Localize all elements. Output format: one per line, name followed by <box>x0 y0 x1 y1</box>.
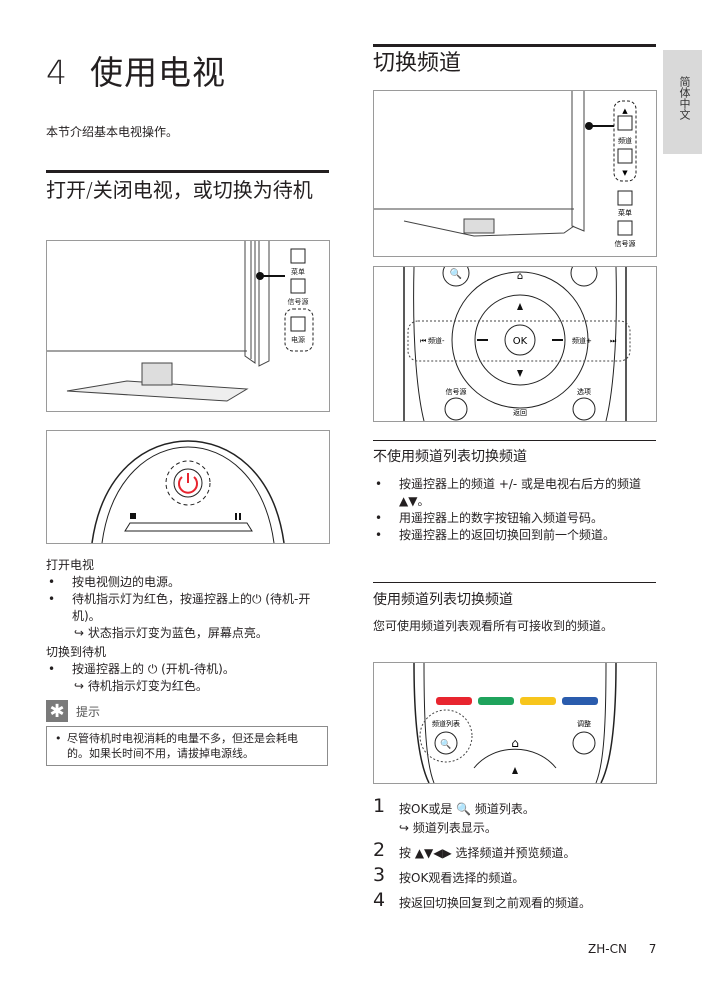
remote-label-back: 返回 <box>513 409 527 417</box>
standby-result: ↪ 待机指示灯变为红色。 <box>74 679 208 693</box>
page-number: 7 <box>648 942 657 956</box>
svg-text:🔍: 🔍 <box>450 267 462 280</box>
remote-label-adjust: 调整 <box>577 719 591 728</box>
tv-label-channel: 频道 <box>618 136 632 145</box>
chapter-number: 4 <box>46 53 68 92</box>
no-list-step-3: 按遥控器上的返回切换回到前一个频道。 <box>373 527 656 544</box>
tip-box: ✱ 提示 尽管待机时电视消耗的电量不多，但还是会耗电的。如果长时间不用，请拔掉电… <box>46 700 328 766</box>
step-4: 4 按返回切换回复到之前观看的频道。 <box>373 890 656 911</box>
tip-icon: ✱ <box>46 700 68 722</box>
power-instructions: 打开电视 按电视侧边的电源。 待机指示灯为红色，按遥控器上的⏻ (待机-开机)。… <box>46 557 328 695</box>
remote-power-figure <box>46 430 330 544</box>
remote-nav-figure: 🔍 ⌂ OK 频道- ⏮ 频道+ ⏭ 信号源 返回 选项 <box>373 266 657 422</box>
svg-text:⌂: ⌂ <box>511 736 519 750</box>
remote-label-ch-minus: 频道- <box>428 336 445 345</box>
section-heading-channels: 切换频道 <box>373 51 462 76</box>
step-4-text: 按返回切换回复到之前观看的频道。 <box>399 896 592 910</box>
section-heading-power: 打开/关闭电视，或切换为待机 <box>46 178 313 202</box>
sub-rule-1 <box>373 440 656 441</box>
remote-label-options: 选项 <box>577 387 591 396</box>
no-list-step-2: 用遥控器上的数字按钮输入频道号码。 <box>373 510 656 527</box>
no-list-step-1: 按遥控器上的频道 +/- 或是电视右后方的频道▲▼。 <box>373 476 656 510</box>
standby-title: 切换到待机 <box>46 645 107 659</box>
step-2: 2 按 ▲▼◀▶ 选择频道并预览频道。 <box>373 840 656 861</box>
remote-list-figure: 频道列表 🔍 ⌂ 调整 <box>373 662 657 784</box>
subheading-no-list: 不使用频道列表切换频道 <box>373 449 527 465</box>
tv-label-source: 信号源 <box>288 297 309 306</box>
ok-button-label: OK <box>513 336 528 347</box>
no-list-instructions: 按遥控器上的频道 +/- 或是电视右后方的频道▲▼。 用遥控器上的数字按钮输入频… <box>373 476 656 544</box>
step-1-number: 1 <box>373 795 386 817</box>
step-1: 1 按OK或是 🔍 频道列表。 ↪ 频道列表显示。 <box>373 796 656 836</box>
tip-label: 提示 <box>76 704 101 719</box>
footer: ZH-CN 7 <box>588 942 656 956</box>
section-rule <box>46 170 329 173</box>
step-3: 3 按OK观看选择的频道。 <box>373 865 656 886</box>
step-3-text: 按OK观看选择的频道。 <box>399 871 525 885</box>
channel-list-steps: 1 按OK或是 🔍 频道列表。 ↪ 频道列表显示。 2 按 ▲▼◀▶ 选择频道并… <box>373 796 656 915</box>
svg-text:▼: ▼ <box>622 169 628 177</box>
chapter-name: 使用电视 <box>90 53 226 92</box>
language-tab: 简体中文 <box>663 50 702 154</box>
language-tab-label: 简体中文 <box>678 76 691 120</box>
with-list-intro: 您可使用频道列表观看所有可接收到的频道。 <box>373 619 614 633</box>
tv-rear-figure: ▲ 频道 ▼ 菜单 信号源 <box>373 90 657 257</box>
svg-text:⏮: ⏮ <box>420 337 426 345</box>
chapter-title: 4 使用电视 <box>46 46 226 94</box>
footer-lang: ZH-CN <box>588 942 627 956</box>
standby-step-1: 按遥控器上的 ⏻ (开机-待机)。 <box>46 661 328 678</box>
step-2-text: 按 ▲▼◀▶ 选择频道并预览频道。 <box>399 846 576 860</box>
svg-text:⏭: ⏭ <box>610 337 617 345</box>
chapter-intro: 本节介绍基本电视操作。 <box>46 125 179 139</box>
svg-text:▲: ▲ <box>622 107 628 115</box>
tv-label-power: 电源 <box>291 335 305 344</box>
svg-text:⌂: ⌂ <box>517 271 523 282</box>
tv-label-source-right: 信号源 <box>615 239 636 248</box>
tip-text: 尽管待机时电视消耗的电量不多，但还是会耗电的。如果长时间不用，请拔掉电源线。 <box>46 726 328 766</box>
step-1-result: ↪ 频道列表显示。 <box>399 821 497 835</box>
power-on-title: 打开电视 <box>46 558 95 572</box>
svg-text:🔍: 🔍 <box>440 738 451 750</box>
remote-label-ch-plus: 频道+ <box>572 336 592 345</box>
power-on-result: ↪ 状态指示灯变为蓝色，屏幕点亮。 <box>74 626 268 640</box>
power-on-step-2: 待机指示灯为红色，按遥控器上的⏻ (待机-开机)。 <box>46 591 328 625</box>
tv-side-figure: 菜单 信号源 电源 <box>46 240 330 412</box>
section-rule-right <box>373 44 656 47</box>
remote-label-channel-list: 频道列表 <box>432 719 460 728</box>
step-4-number: 4 <box>373 889 386 911</box>
sub-rule-2 <box>373 582 656 583</box>
step-3-number: 3 <box>373 864 386 886</box>
step-2-number: 2 <box>373 839 386 861</box>
step-1-text: 按OK或是 🔍 频道列表。 <box>399 802 535 816</box>
power-on-step-1: 按电视侧边的电源。 <box>46 574 328 591</box>
subheading-with-list: 使用频道列表切换频道 <box>373 592 513 608</box>
tv-label-menu-right: 菜单 <box>618 208 632 217</box>
tv-label-menu: 菜单 <box>291 267 305 276</box>
remote-label-source: 信号源 <box>446 387 467 396</box>
